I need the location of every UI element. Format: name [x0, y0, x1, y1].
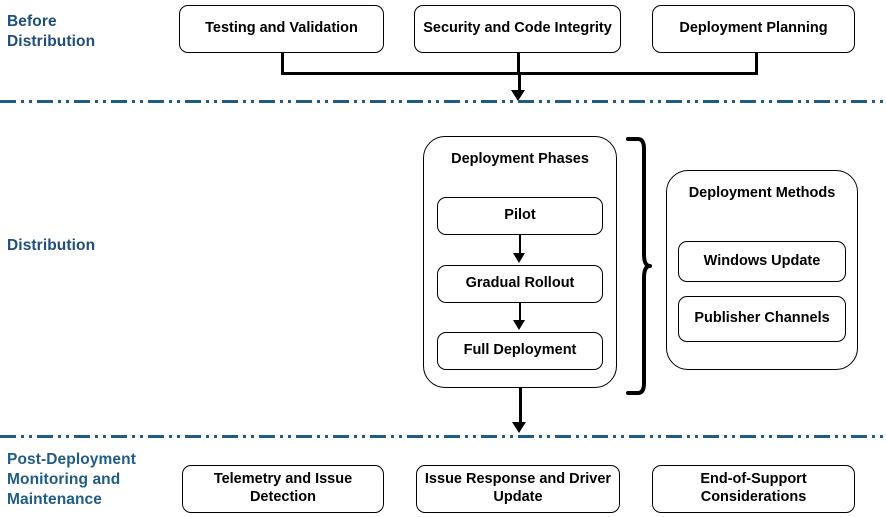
connector-stub-deployment-planning — [755, 52, 758, 74]
arrowhead-pilot-to-gradual — [513, 253, 525, 263]
node-testing-and-validation[interactable]: Testing and Validation — [179, 5, 384, 53]
node-pilot[interactable]: Pilot — [437, 197, 603, 235]
group-title-deployment-phases: Deployment Phases — [451, 151, 589, 167]
section-divider-top — [0, 100, 886, 103]
node-gradual-rollout[interactable]: Gradual Rollout — [437, 265, 603, 303]
connector-pilot-to-gradual — [519, 235, 521, 255]
section-label-before-line1: Before — [7, 13, 57, 30]
connector-stub-testing — [281, 52, 284, 74]
section-label-distribution: Distribution — [7, 237, 96, 254]
node-telemetry-and-issue-detection[interactable]: Telemetry and Issue Detection — [182, 465, 384, 513]
node-windows-update[interactable]: Windows Update — [678, 241, 846, 282]
group-title-deployment-methods: Deployment Methods — [688, 185, 836, 201]
section-divider-bottom — [0, 435, 886, 438]
node-end-of-support-considerations[interactable]: End-of-Support Considerations — [652, 465, 855, 513]
node-full-deployment[interactable]: Full Deployment — [437, 332, 603, 370]
node-deployment-planning[interactable]: Deployment Planning — [652, 5, 855, 53]
curly-brace-connector — [626, 137, 652, 395]
connector-stub-security — [517, 52, 520, 74]
arrowhead-to-distribution — [511, 90, 525, 101]
node-security-and-code-integrity[interactable]: Security and Code Integrity — [414, 5, 621, 53]
connector-gradual-to-full — [519, 303, 521, 322]
connector-drop-to-distribution — [518, 72, 521, 92]
section-label-post-line1: Post-Deployment — [7, 451, 136, 468]
section-label-post-line3: Maintenance — [7, 490, 102, 508]
node-publisher-channels[interactable]: Publisher Channels — [678, 296, 846, 342]
section-label-post-line2: Monitoring and — [7, 470, 121, 488]
section-label-post-deployment: Post-Deployment Monitoring and Maintenan… — [7, 450, 182, 509]
connector-distribution-to-post — [519, 388, 522, 426]
section-label-before-line2: Distribution — [7, 32, 96, 50]
node-issue-response-and-driver-update[interactable]: Issue Response and Driver Update — [416, 465, 620, 513]
section-label-before-distribution: Before Distribution — [7, 12, 172, 52]
arrowhead-to-post-deployment — [512, 422, 526, 433]
arrowhead-gradual-to-full — [513, 320, 525, 330]
